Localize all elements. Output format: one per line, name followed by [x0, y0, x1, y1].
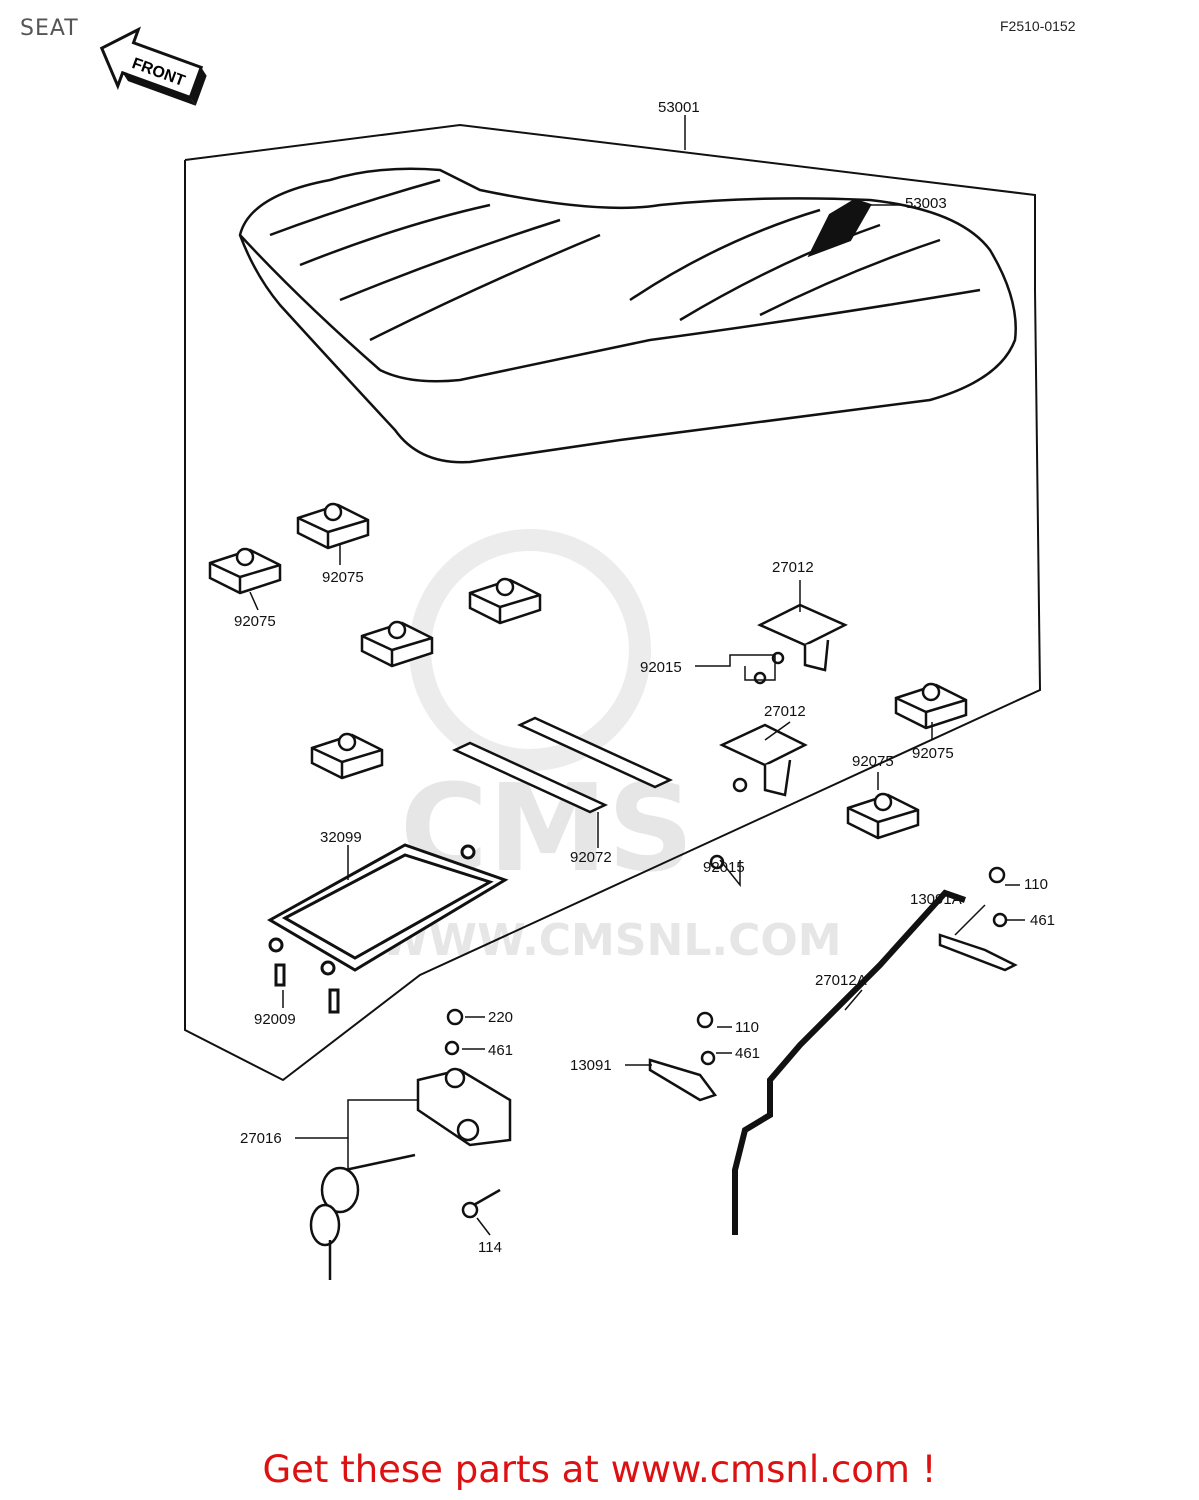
- part-label-110: 110: [735, 1019, 759, 1036]
- damper-parts: [208, 502, 968, 840]
- part-label-92009: 92009: [254, 1011, 296, 1028]
- part-label-32099: 32099: [320, 829, 362, 846]
- part-label-92075: 92075: [322, 569, 364, 586]
- part-label-114: 114: [478, 1239, 502, 1256]
- part-label-92015: 92015: [703, 859, 745, 876]
- diagram-code: F2510-0152: [1000, 18, 1076, 34]
- part-label-53003: 53003: [905, 195, 947, 212]
- part-label-27016: 27016: [240, 1130, 282, 1147]
- leader-lines: [249, 115, 1025, 1236]
- part-label-13091A: 13091A: [910, 891, 962, 908]
- part-label-461: 461: [735, 1045, 760, 1062]
- footer-link-text[interactable]: Get these parts at www.cmsnl.com !: [262, 1448, 937, 1491]
- part-label-110: 110: [1024, 876, 1048, 893]
- part-label-92015: 92015: [640, 659, 682, 676]
- watermark-url-text: WWW.CMSNL.COM: [380, 915, 842, 966]
- part-label-13091: 13091: [570, 1057, 612, 1074]
- rod: [732, 889, 966, 1235]
- part-labels: 53001 53003 92075 92075 27012 92015 2701…: [234, 99, 1055, 1256]
- seat: [238, 167, 1017, 464]
- part-label-53001: 53001: [658, 99, 700, 116]
- front-arrow-icon: FRONT: [99, 26, 207, 106]
- part-label-92072: 92072: [570, 849, 612, 866]
- page-title: SEAT: [20, 16, 79, 41]
- brackets: [709, 603, 848, 870]
- part-label-27012A: 27012A: [815, 972, 867, 989]
- tray: [266, 843, 509, 1014]
- part-label-27012: 27012: [764, 703, 806, 720]
- part-label-220: 220: [488, 1009, 513, 1026]
- lock-parts: [309, 866, 1018, 1280]
- part-label-461: 461: [488, 1042, 513, 1059]
- part-label-92075: 92075: [852, 753, 894, 770]
- part-label-461: 461: [1030, 912, 1055, 929]
- assembly-outline: [184, 123, 1042, 1082]
- part-label-92075: 92075: [234, 613, 276, 630]
- part-label-92075: 92075: [912, 745, 954, 762]
- straps: [452, 716, 673, 814]
- part-label-27012: 27012: [772, 559, 814, 576]
